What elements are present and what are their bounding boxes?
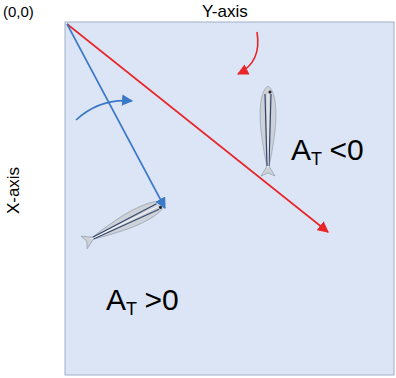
angle-label: T: [126, 299, 137, 319]
axis-label: X-axis: [5, 166, 24, 213]
origin-label: (0,0): [3, 3, 34, 20]
turn-arrow: [76, 101, 132, 120]
label-group: AT <0: [291, 135, 364, 168]
turn-arrow: [238, 32, 258, 74]
label-group: Y-axis: [202, 3, 248, 20]
angle-label: A: [106, 283, 126, 316]
fish: [81, 196, 169, 250]
angle-label: <0: [330, 133, 364, 166]
angle-label: A: [291, 133, 311, 166]
angle-label: >0: [145, 283, 179, 316]
angle-label: T: [311, 149, 322, 169]
heading-vector: [67, 24, 328, 232]
label-group: X-axis: [6, 166, 23, 213]
label-group: AT >0: [106, 285, 179, 318]
axis-label: Y-axis: [202, 2, 248, 21]
fish: [260, 86, 276, 176]
label-group: (0,0): [3, 4, 34, 19]
heading-vector: [67, 24, 165, 208]
arena: [65, 22, 394, 375]
